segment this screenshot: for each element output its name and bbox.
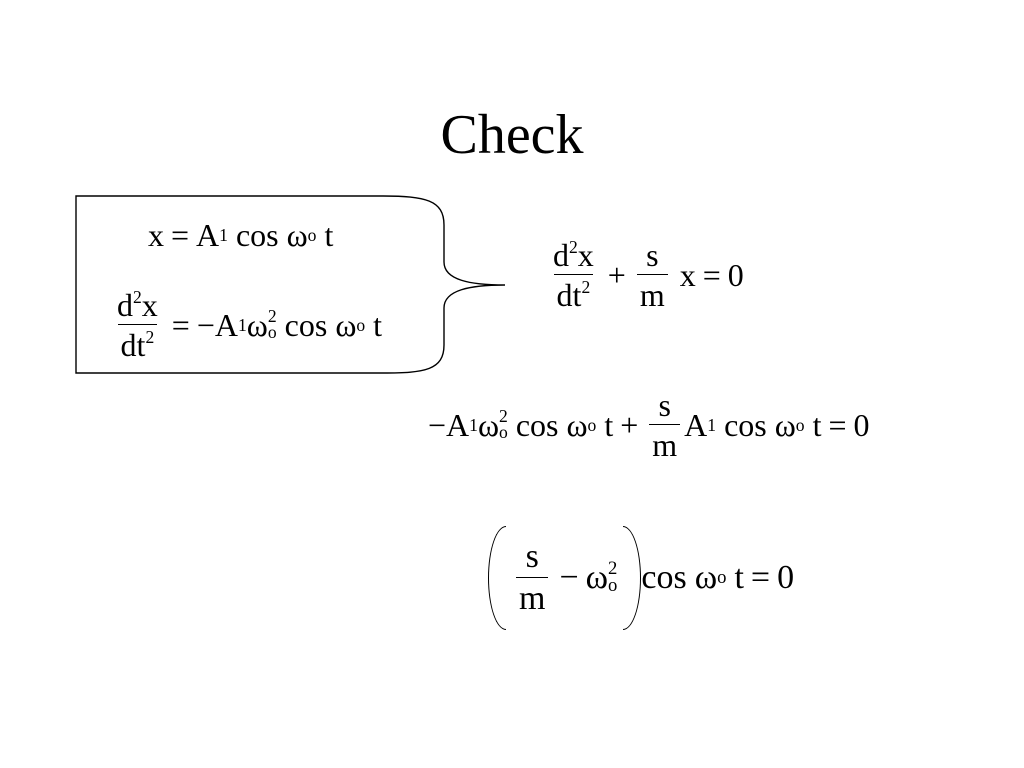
equals-sign: = (171, 217, 190, 253)
right-parenthesis (623, 526, 642, 630)
zero: 0 (853, 407, 870, 443)
plus-sign: + (607, 257, 626, 293)
plus-sign: + (620, 407, 639, 443)
omega-symbol: ω (246, 307, 268, 343)
omega-symbol-2: ω (694, 559, 718, 596)
fraction-numerator: s (525, 538, 539, 575)
omega-symbol: ω (286, 217, 308, 253)
zero: 0 (777, 559, 795, 596)
time-variable-2: t (812, 407, 822, 443)
fraction-numerator: s (646, 237, 659, 273)
amplitude: A (214, 307, 238, 343)
amplitude: A (446, 407, 470, 443)
x-variable: x (679, 257, 696, 293)
minus-sign: − (196, 307, 215, 343)
minus-sign: − (559, 559, 579, 596)
s-over-m-fraction: s m (636, 237, 668, 311)
omega-symbol: ω (477, 407, 500, 443)
fraction-numerator: d2x (553, 236, 594, 273)
differential-equation: d2x dt2 + s m x = 0 (546, 236, 744, 311)
time-variable: t (324, 217, 334, 253)
amplitude-2: A (684, 407, 708, 443)
time-variable: t (373, 307, 383, 343)
omega-symbol: ω (585, 559, 609, 596)
omega-symbol-2: ω (566, 407, 588, 443)
fraction-numerator: d2x (117, 286, 158, 323)
fraction-denominator: m (649, 424, 681, 461)
s-over-m-fraction: s m (649, 387, 681, 461)
solution-lhs: x (148, 217, 164, 253)
fraction-denominator: dt2 (553, 274, 594, 311)
time-variable: t (734, 559, 744, 596)
derivative-fraction: d2x dt2 (114, 286, 161, 361)
s-over-m-fraction: s m (516, 538, 549, 616)
time-variable: t (604, 407, 614, 443)
cos-function: cos (515, 407, 559, 443)
amplitude: A (196, 217, 220, 253)
fraction-denominator: m (516, 577, 549, 616)
omega-symbol-2: ω (335, 307, 357, 343)
fraction-numerator: s (658, 387, 671, 423)
minus-sign: − (428, 407, 447, 443)
derivative-fraction: d2x dt2 (550, 236, 597, 311)
fraction-denominator: m (636, 274, 668, 311)
cos-function: cos (641, 559, 687, 596)
fraction-denominator: dt2 (117, 324, 158, 361)
zero: 0 (727, 257, 744, 293)
equals-sign: = (702, 257, 721, 293)
curly-brace (382, 195, 506, 374)
cos-function-2: cos (724, 407, 767, 443)
equals-sign: = (171, 307, 190, 343)
left-parenthesis (488, 526, 506, 630)
omega-symbol-3: ω (774, 407, 796, 443)
bracket-box-outline (75, 195, 383, 374)
cos-function: cos (284, 307, 328, 343)
cos-function: cos (235, 217, 279, 253)
equals-sign: = (750, 559, 771, 596)
equals-sign: = (828, 407, 847, 443)
slide-title: Check (440, 104, 584, 166)
